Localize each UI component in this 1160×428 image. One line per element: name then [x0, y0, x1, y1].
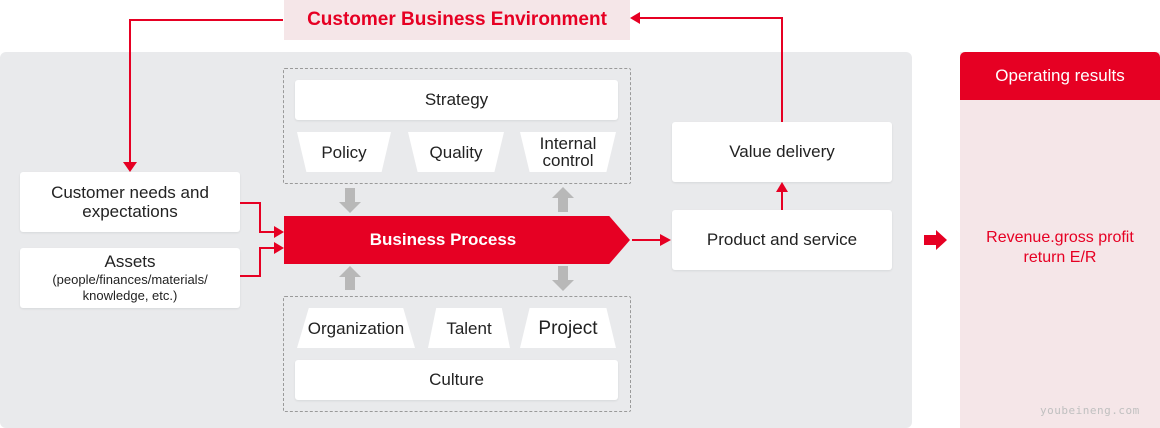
operating-results-header: Operating results — [960, 52, 1160, 100]
bottom-group-frame — [283, 296, 631, 412]
business-process: Business Process — [284, 216, 630, 264]
results-arrow — [924, 230, 947, 250]
talent-box: Talent — [428, 308, 510, 348]
needs-to-process-line — [240, 202, 274, 233]
value-to-env-line — [640, 17, 783, 122]
gray-arrow-project-down — [552, 266, 574, 291]
gray-arrow-org-up — [339, 266, 361, 290]
assets-detail: (people/finances/materials/ knowledge, e… — [52, 272, 208, 303]
product-service-box: Product and service — [672, 210, 892, 270]
value-delivery-box: Value delivery — [672, 122, 892, 182]
operating-results-text: Revenue.gross profit return E/R — [986, 229, 1134, 266]
arrowhead-needs — [123, 162, 137, 172]
arrowhead-product — [660, 234, 671, 246]
internal-control-box: Internal control — [520, 132, 616, 172]
policy-box: Policy — [297, 132, 391, 172]
culture-box: Culture — [295, 360, 618, 400]
top-group-frame — [283, 68, 631, 184]
strategy-box: Strategy — [295, 80, 618, 120]
arrowhead-env — [630, 12, 640, 24]
arrowhead-value — [776, 182, 788, 192]
watermark: youbeineng.com — [1040, 404, 1140, 417]
customer-needs-box: Customer needs and expectations — [20, 172, 240, 232]
assets-title: Assets — [104, 252, 156, 271]
project-box: Project — [520, 308, 616, 348]
assets-to-process-line — [240, 247, 274, 277]
env-to-needs-line — [129, 19, 283, 162]
gray-arrow-strategy-down — [339, 188, 361, 213]
operating-results-panel — [960, 52, 1160, 428]
organization-box: Organization — [297, 308, 415, 348]
quality-box: Quality — [408, 132, 504, 172]
arrowhead-process-2 — [274, 242, 284, 254]
gray-arrow-control-up — [552, 187, 574, 212]
arrowhead-process-1 — [274, 226, 284, 238]
assets-box: Assets (people/finances/materials/ knowl… — [20, 248, 240, 308]
customer-business-environment: Customer Business Environment — [284, 0, 630, 40]
